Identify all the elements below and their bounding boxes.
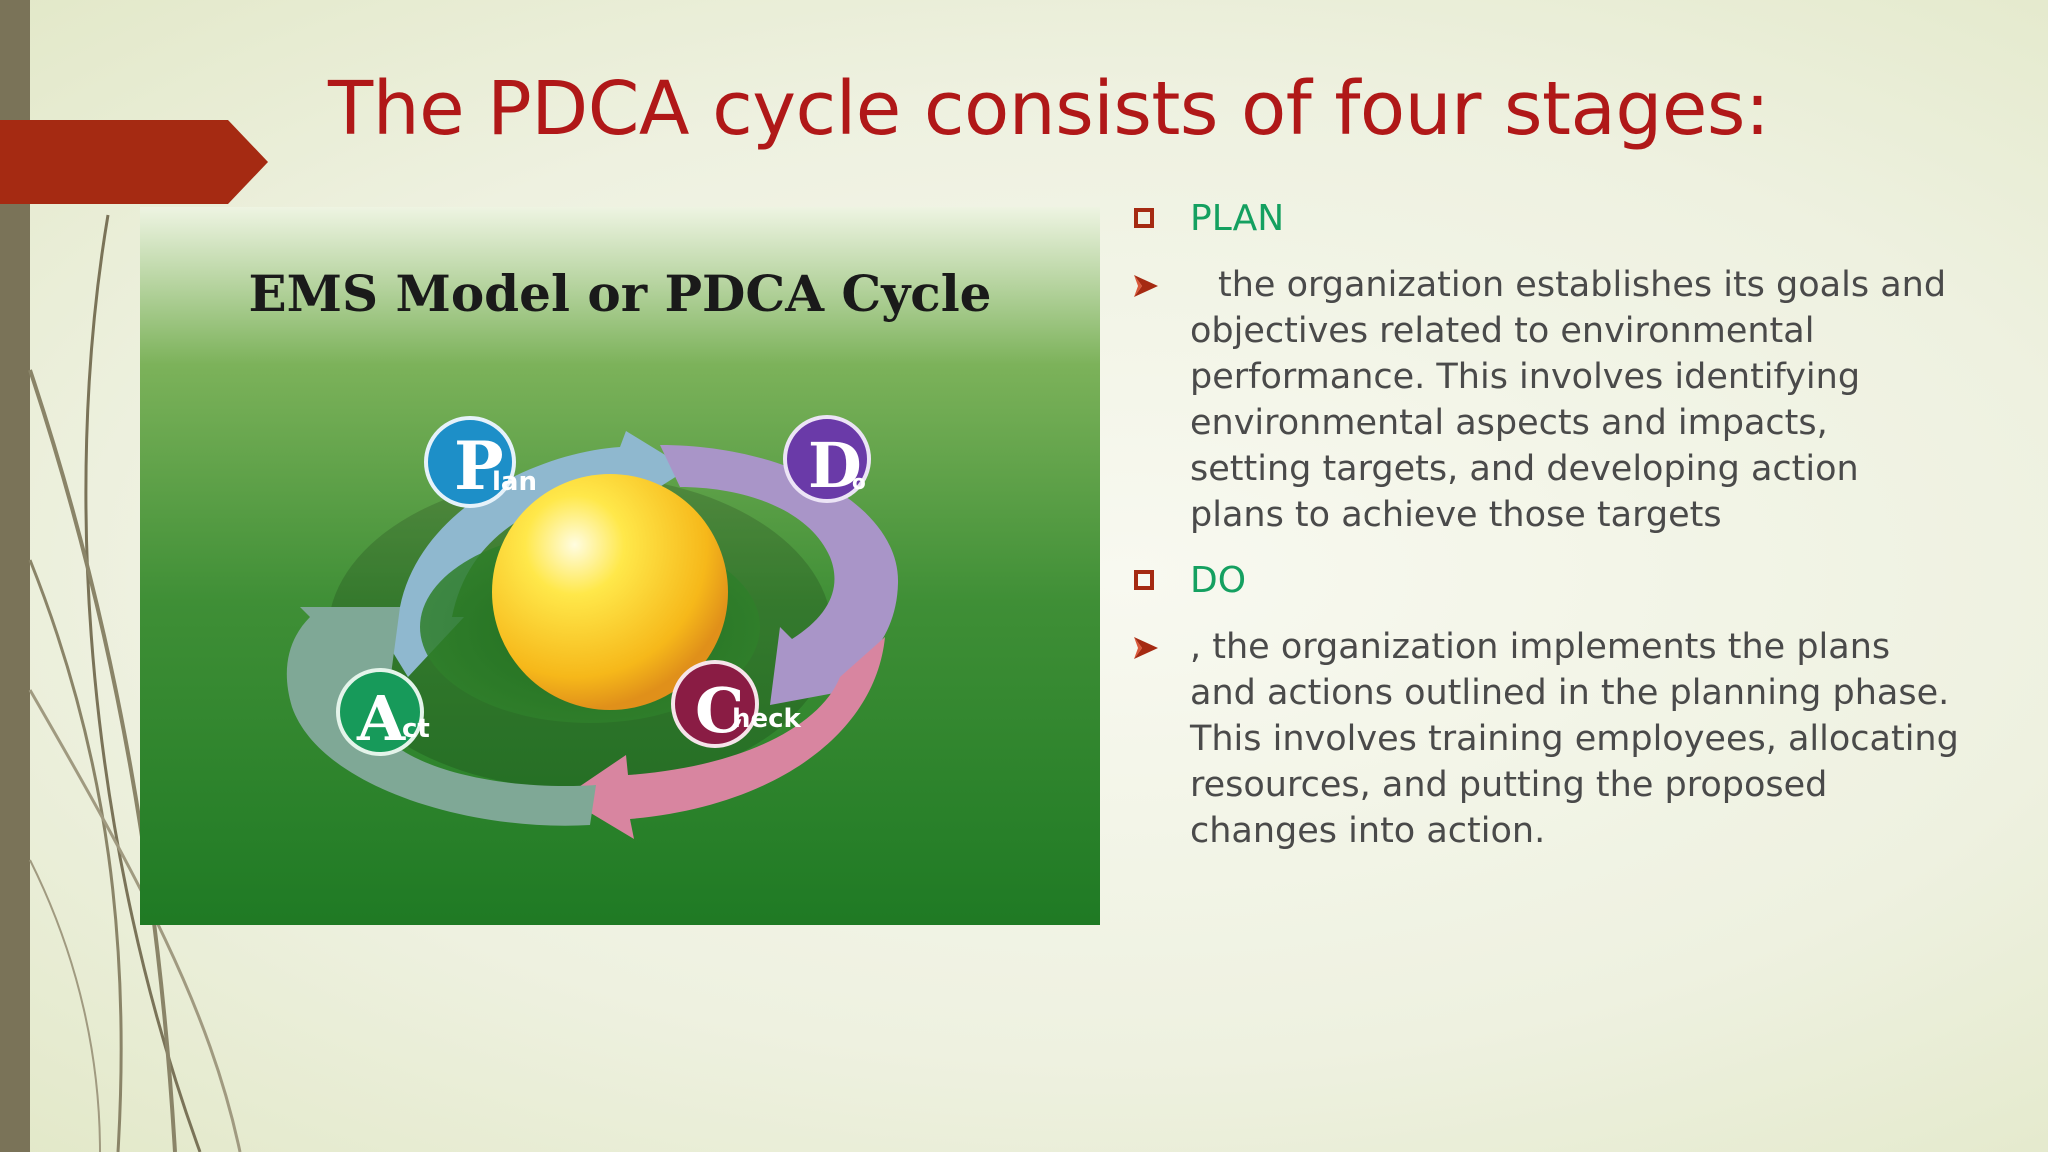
title-arrow-shape: [0, 120, 268, 204]
section-heading-plan: PLAN: [1130, 196, 1960, 242]
image-title: EMS Model or PDCA Cycle: [249, 264, 992, 323]
label-plan-initial: P: [454, 427, 504, 505]
pdca-cycle-image: EMS Model or PDCA Cycle P lan D o C heck…: [140, 207, 1100, 925]
paragraph-plan: the organization establishes its goals a…: [1190, 265, 1947, 535]
arrow-bullet-icon: [1134, 275, 1158, 297]
paragraph-do: , the organization implements the plans …: [1190, 627, 1959, 851]
section-heading-do: DO: [1130, 558, 1960, 604]
label-do-rest: o: [852, 470, 866, 494]
label-act-initial: A: [356, 682, 406, 755]
arrow-bullet-icon: [1134, 637, 1158, 659]
label-check-rest: heck: [732, 704, 802, 734]
square-bullet-icon: [1134, 570, 1154, 590]
heading-do: DO: [1190, 560, 1247, 601]
decorative-curves: [28, 214, 242, 1152]
section-text-do: , the organization implements the plans …: [1130, 624, 1960, 854]
content-body: PLAN the organization establishes its go…: [1130, 196, 1960, 854]
slide-title: The PDCA cycle consists of four stages:: [328, 66, 1770, 152]
label-do-initial: D: [808, 429, 862, 502]
square-bullet-icon: [1134, 208, 1154, 228]
label-check-initial: C: [695, 674, 744, 747]
heading-plan: PLAN: [1190, 198, 1285, 239]
label-act-rest: ct: [402, 714, 430, 744]
label-plan-rest: lan: [492, 467, 537, 497]
section-text-plan: the organization establishes its goals a…: [1130, 262, 1960, 538]
